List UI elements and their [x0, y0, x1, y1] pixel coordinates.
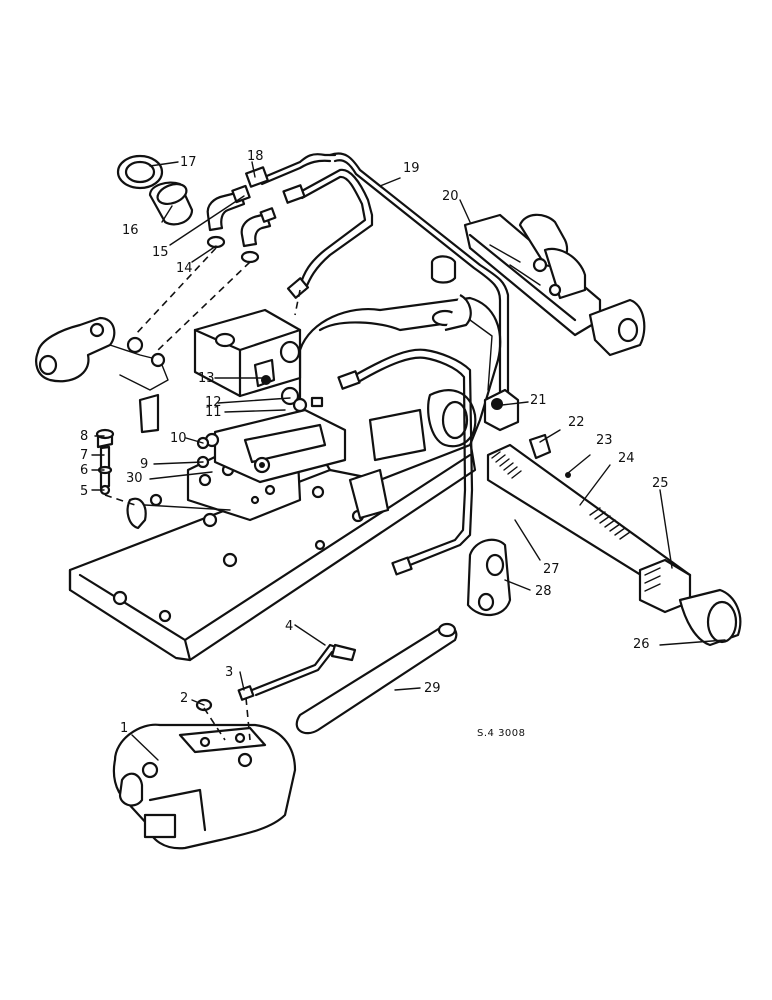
- drawing-code: S.4 3008: [477, 728, 526, 739]
- callout-18: 18: [247, 149, 264, 164]
- callout-25: 25: [652, 476, 669, 491]
- hydraulic-pipes: [245, 152, 510, 576]
- callout-7: 7: [80, 448, 88, 463]
- callout-3: 3: [225, 665, 233, 680]
- control-link: [237, 643, 357, 701]
- control-valve-block: [193, 308, 324, 413]
- callout-29: 29: [424, 681, 441, 696]
- seal-and-bushing: [116, 154, 194, 226]
- callout-labels: 1 2 3 4 5 6 7 8 9 10 11 12 13 14 15 16 1…: [80, 149, 669, 739]
- callout-21: 21: [530, 393, 547, 408]
- callout-6: 6: [80, 463, 88, 478]
- callout-23: 23: [596, 433, 613, 448]
- callout-leaders: [91, 161, 726, 761]
- callout-17: 17: [180, 155, 197, 170]
- callout-28: 28: [535, 584, 552, 599]
- callout-11: 11: [205, 405, 222, 420]
- hydraulic-pump: [112, 723, 297, 850]
- callout-19: 19: [403, 161, 420, 176]
- callout-9: 9: [140, 457, 148, 472]
- callout-27: 27: [543, 562, 560, 577]
- callout-15: 15: [152, 245, 169, 260]
- assembly-guide-lines: [104, 247, 301, 741]
- callout-24: 24: [618, 451, 635, 466]
- callout-30: 30: [126, 471, 143, 486]
- callout-26: 26: [633, 637, 650, 652]
- lift-arm-bracket: [430, 213, 646, 357]
- bearing-and-seal: [638, 558, 742, 647]
- lift-rod: [295, 622, 458, 735]
- callout-20: 20: [442, 189, 459, 204]
- left-mounting-bracket: [35, 316, 169, 434]
- callout-10: 10: [170, 431, 187, 446]
- callout-14: 14: [176, 261, 193, 276]
- pipe-block: [483, 388, 552, 460]
- callout-13: 13: [198, 371, 215, 386]
- callout-16: 16: [122, 223, 139, 238]
- callout-4: 4: [285, 619, 293, 634]
- callout-2: 2: [180, 691, 188, 706]
- valve-plate-gasket: [126, 408, 347, 530]
- lift-lever: [466, 538, 512, 616]
- callout-5: 5: [80, 484, 88, 499]
- callout-1: 1: [120, 721, 128, 736]
- small-fittings: [95, 428, 213, 712]
- callout-12: 12: [205, 395, 222, 410]
- callout-22: 22: [568, 415, 585, 430]
- callout-8: 8: [80, 429, 88, 444]
